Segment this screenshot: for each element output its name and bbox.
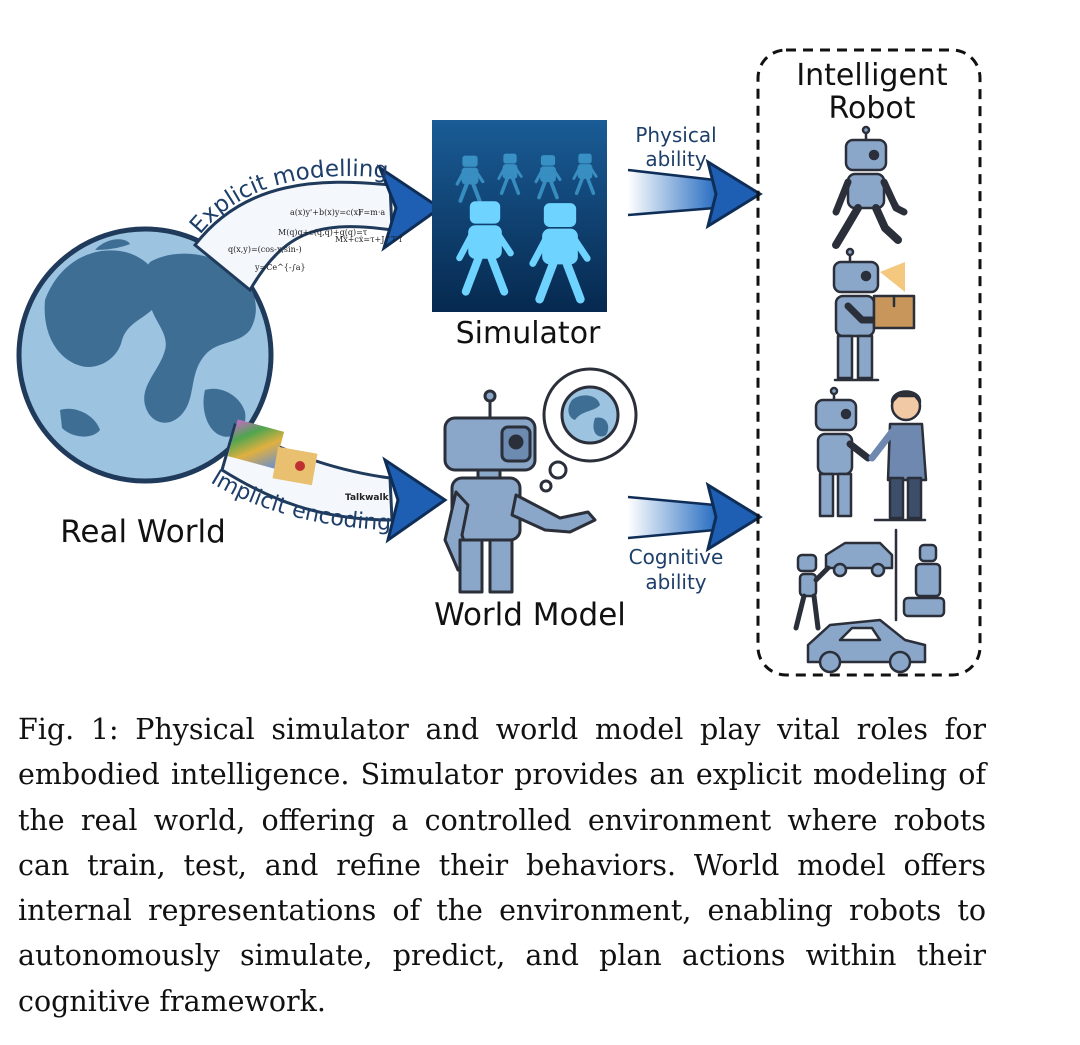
physical-ability-arrow bbox=[627, 158, 763, 230]
svg-text:F=m·a: F=m·a bbox=[358, 208, 385, 217]
physical-ability-label-1: Physical bbox=[635, 123, 716, 147]
walking-robot-icon bbox=[832, 125, 908, 249]
implicit-encoding-arrow bbox=[220, 419, 448, 544]
cognitive-ability-label-1: Cognitive bbox=[629, 545, 724, 569]
simulator-label: Simulator bbox=[456, 316, 601, 351]
explicit-modelling-arrow bbox=[192, 164, 443, 293]
simulator-image bbox=[432, 120, 607, 312]
cognitive-ability-arrow bbox=[627, 481, 763, 553]
intelligent-robot-title-1: Intelligent bbox=[796, 58, 948, 93]
svg-text:y=Ce^{-∫a}: y=Ce^{-∫a} bbox=[254, 263, 306, 272]
real-world-label: Real World bbox=[60, 514, 226, 550]
cognitive-ability-label-2: ability bbox=[645, 570, 706, 594]
car-assembly-robots-icon bbox=[793, 528, 946, 674]
svg-text:q(x,y)=(cos-x,sin-): q(x,y)=(cos-x,sin-) bbox=[228, 245, 302, 254]
svg-text:Mẍ+cẋ=τ+J^T f: Mẍ+cẋ=τ+J^T f bbox=[335, 235, 403, 244]
intelligent-robot-title-2: Robot bbox=[828, 91, 915, 126]
intelligent-robot-box bbox=[756, 48, 982, 677]
embodied-intelligence-diagram: Real World Explicit modelling q(x,y)=(co… bbox=[16, 48, 982, 677]
robot-with-box-icon bbox=[832, 247, 916, 382]
world-model-robot bbox=[443, 389, 597, 594]
globe-icon bbox=[16, 226, 274, 484]
equations: q(x,y)=(cos-x,sin-) a(x)y'+b(x)y=c(x) M(… bbox=[228, 208, 403, 272]
handshake-robot-human-icon bbox=[814, 386, 928, 522]
figure-caption: Fig. 1: Physical simulator and world mod… bbox=[18, 713, 986, 1018]
physical-ability-label-2: ability bbox=[645, 147, 706, 171]
globe-thought-icon bbox=[560, 385, 620, 445]
video-tag: Talkwalk bbox=[345, 493, 390, 503]
thought-bubble bbox=[539, 367, 638, 493]
svg-text:M(q)q+c(q,q)+g(q)=τ: M(q)q+c(q,q)+g(q)=τ bbox=[278, 228, 368, 237]
svg-text:a(x)y'+b(x)y=c(x): a(x)y'+b(x)y=c(x) bbox=[290, 208, 361, 217]
world-model-label: World Model bbox=[434, 597, 626, 633]
